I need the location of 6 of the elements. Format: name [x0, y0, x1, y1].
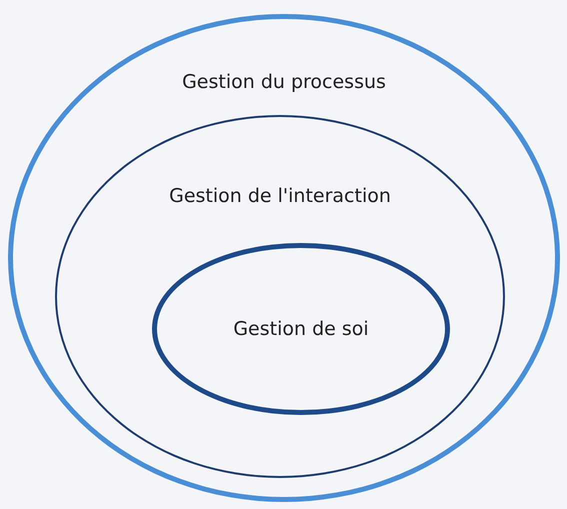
ellipse-label: Gestion du processus [182, 71, 386, 93]
middle-ellipse [55, 115, 505, 478]
ellipse-label: Gestion de l'interaction [169, 185, 391, 207]
outer-ellipse [8, 14, 560, 502]
ellipse-label: Gestion de soi [233, 318, 369, 340]
inner-ellipse [152, 243, 450, 415]
